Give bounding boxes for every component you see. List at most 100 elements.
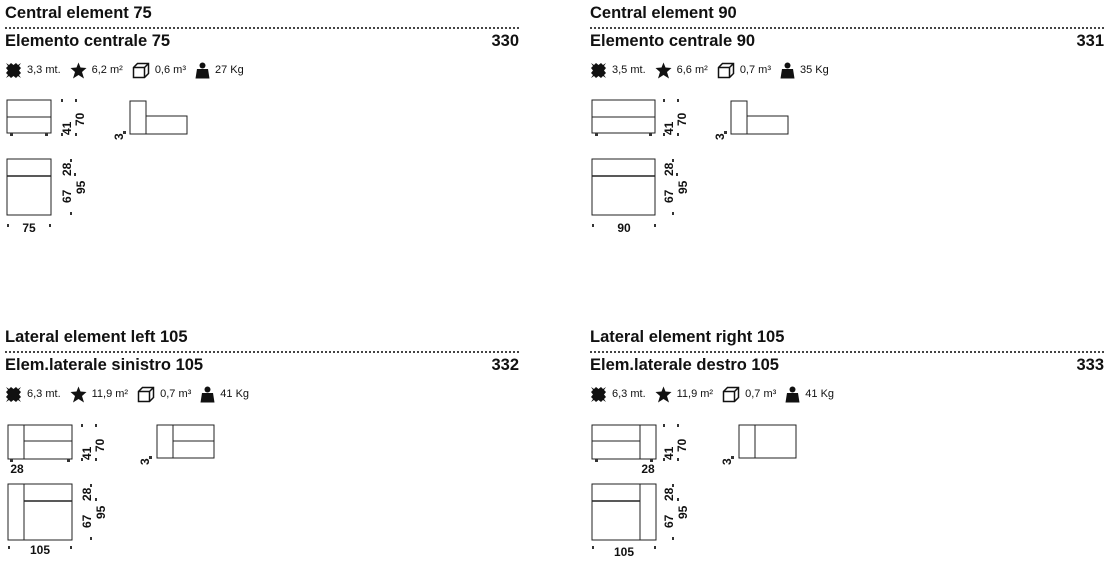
arm-dim: 3	[720, 458, 734, 465]
leather-icon	[70, 386, 87, 403]
width-dim: 75	[22, 221, 36, 235]
product-code: 333	[1076, 356, 1104, 374]
volume-value: 0,7 m³	[745, 388, 777, 400]
dimension-drawing: 41 70 28 3 28 67 95 105	[591, 424, 797, 559]
product-code: 330	[491, 32, 519, 50]
title-italian: Elem.laterale sinistro 105	[5, 356, 204, 374]
fabric-value: 6,3 mt.	[27, 388, 61, 400]
product-code: 331	[1076, 32, 1104, 50]
fabric-value: 6,3 mt.	[612, 388, 646, 400]
depth-dim: 95	[74, 180, 88, 194]
leather-value: 11,9 m²	[91, 388, 129, 400]
fabric-icon	[590, 62, 607, 79]
front-view	[591, 424, 641, 460]
total-height-dim: 70	[675, 112, 689, 126]
total-height-dim: 70	[675, 438, 689, 452]
product-code: 332	[491, 356, 519, 374]
volume-value: 0,7 m³	[160, 388, 192, 400]
product-card: Lateral element left 105 Elem.laterale s…	[5, 324, 519, 564]
arm-dim: 3	[713, 133, 727, 140]
leather-icon	[70, 62, 87, 79]
seat-depth-dim: 67	[662, 189, 676, 203]
dotted-divider	[5, 27, 519, 29]
width-dim: 105	[614, 545, 634, 559]
width-dim: 90	[617, 221, 631, 235]
fabric-icon	[5, 386, 22, 403]
side-view	[129, 100, 147, 135]
product-card: Central element 75 Elemento centrale 75 …	[5, 0, 519, 240]
seat-height-dim: 41	[60, 121, 74, 135]
volume-icon	[717, 62, 735, 79]
weight-icon	[780, 62, 795, 79]
side-view	[738, 424, 756, 459]
seat-depth-dim: 67	[80, 514, 94, 528]
volume-icon	[722, 386, 740, 403]
total-height-dim: 70	[93, 438, 107, 452]
title-italian: Elemento centrale 90	[590, 32, 756, 50]
weight-icon	[200, 386, 215, 403]
volume-value: 0,7 m³	[739, 64, 771, 76]
weight-value: 41 Kg	[220, 388, 250, 400]
leather-value: 6,2 m²	[91, 64, 123, 76]
volume-icon	[132, 62, 150, 79]
depth-dim: 95	[94, 505, 108, 519]
title-italian: Elemento centrale 75	[5, 32, 171, 50]
seat-height-dim: 41	[80, 446, 94, 460]
side-width-dim: 28	[641, 462, 655, 476]
spec-row: 6,3 mt. 11,9 m² 0,7 m³ 41 Kg	[5, 384, 258, 404]
title-english: Lateral element left 105	[5, 328, 188, 346]
title-italian: Elem.laterale destro 105	[590, 356, 779, 374]
top-view	[591, 483, 657, 541]
side-view	[730, 100, 748, 135]
fabric-value: 3,3 mt.	[27, 64, 61, 76]
dotted-divider	[590, 351, 1104, 353]
weight-value: 35 Kg	[800, 64, 829, 76]
volume-value: 0,6 m³	[154, 64, 186, 76]
width-dim: 105	[30, 543, 50, 557]
seat-depth-dim: 67	[662, 514, 676, 528]
fabric-value: 3,5 mt.	[612, 64, 646, 76]
side-width-dim: 28	[10, 462, 24, 476]
top-view	[6, 158, 52, 216]
seat-height-dim: 41	[662, 446, 676, 460]
back-dim: 28	[662, 487, 676, 501]
weight-icon	[785, 386, 800, 403]
dotted-divider	[590, 27, 1104, 29]
arm-dim: 3	[112, 133, 126, 140]
spec-row: 3,3 mt. 6,2 m² 0,6 m³ 27 Kg	[5, 60, 253, 80]
total-height-dim: 70	[73, 112, 87, 126]
title-english: Central element 90	[590, 4, 737, 22]
dotted-divider	[5, 351, 519, 353]
weight-value: 41 Kg	[805, 388, 835, 400]
dimension-drawing: 41 70 3 28 67 95 90	[591, 99, 789, 235]
back-dim: 28	[662, 162, 676, 176]
spec-row: 3,5 mt. 6,6 m² 0,7 m³ 35 Kg	[590, 60, 838, 80]
leather-value: 6,6 m²	[676, 64, 708, 76]
leather-value: 11,9 m²	[676, 388, 714, 400]
arm-dim: 3	[138, 458, 152, 465]
depth-dim: 95	[676, 180, 690, 194]
product-card: Central element 90 Elemento centrale 90 …	[590, 0, 1104, 240]
spec-row: 6,3 mt. 11,9 m² 0,7 m³ 41 Kg	[590, 384, 843, 404]
dimension-drawing: 41 70 3 28 67 95 75	[6, 99, 188, 235]
top-view	[591, 158, 656, 216]
weight-icon	[195, 62, 210, 79]
fabric-icon	[590, 386, 607, 403]
front-view	[7, 424, 25, 460]
volume-icon	[137, 386, 155, 403]
leather-icon	[655, 386, 672, 403]
title-english: Central element 75	[5, 4, 152, 22]
dimension-drawing: 41 70 28 3 28 67 95 105	[7, 424, 215, 557]
back-dim: 28	[60, 162, 74, 176]
depth-dim: 95	[676, 505, 690, 519]
back-dim: 28	[80, 487, 94, 501]
fabric-icon	[5, 62, 22, 79]
seat-height-dim: 41	[662, 121, 676, 135]
product-card: Lateral element right 105 Elem.laterale …	[590, 324, 1104, 564]
side-view	[156, 424, 174, 459]
top-view	[7, 483, 73, 541]
title-english: Lateral element right 105	[590, 328, 785, 346]
seat-depth-dim: 67	[60, 189, 74, 203]
weight-value: 27 Kg	[215, 64, 244, 76]
leather-icon	[655, 62, 672, 79]
